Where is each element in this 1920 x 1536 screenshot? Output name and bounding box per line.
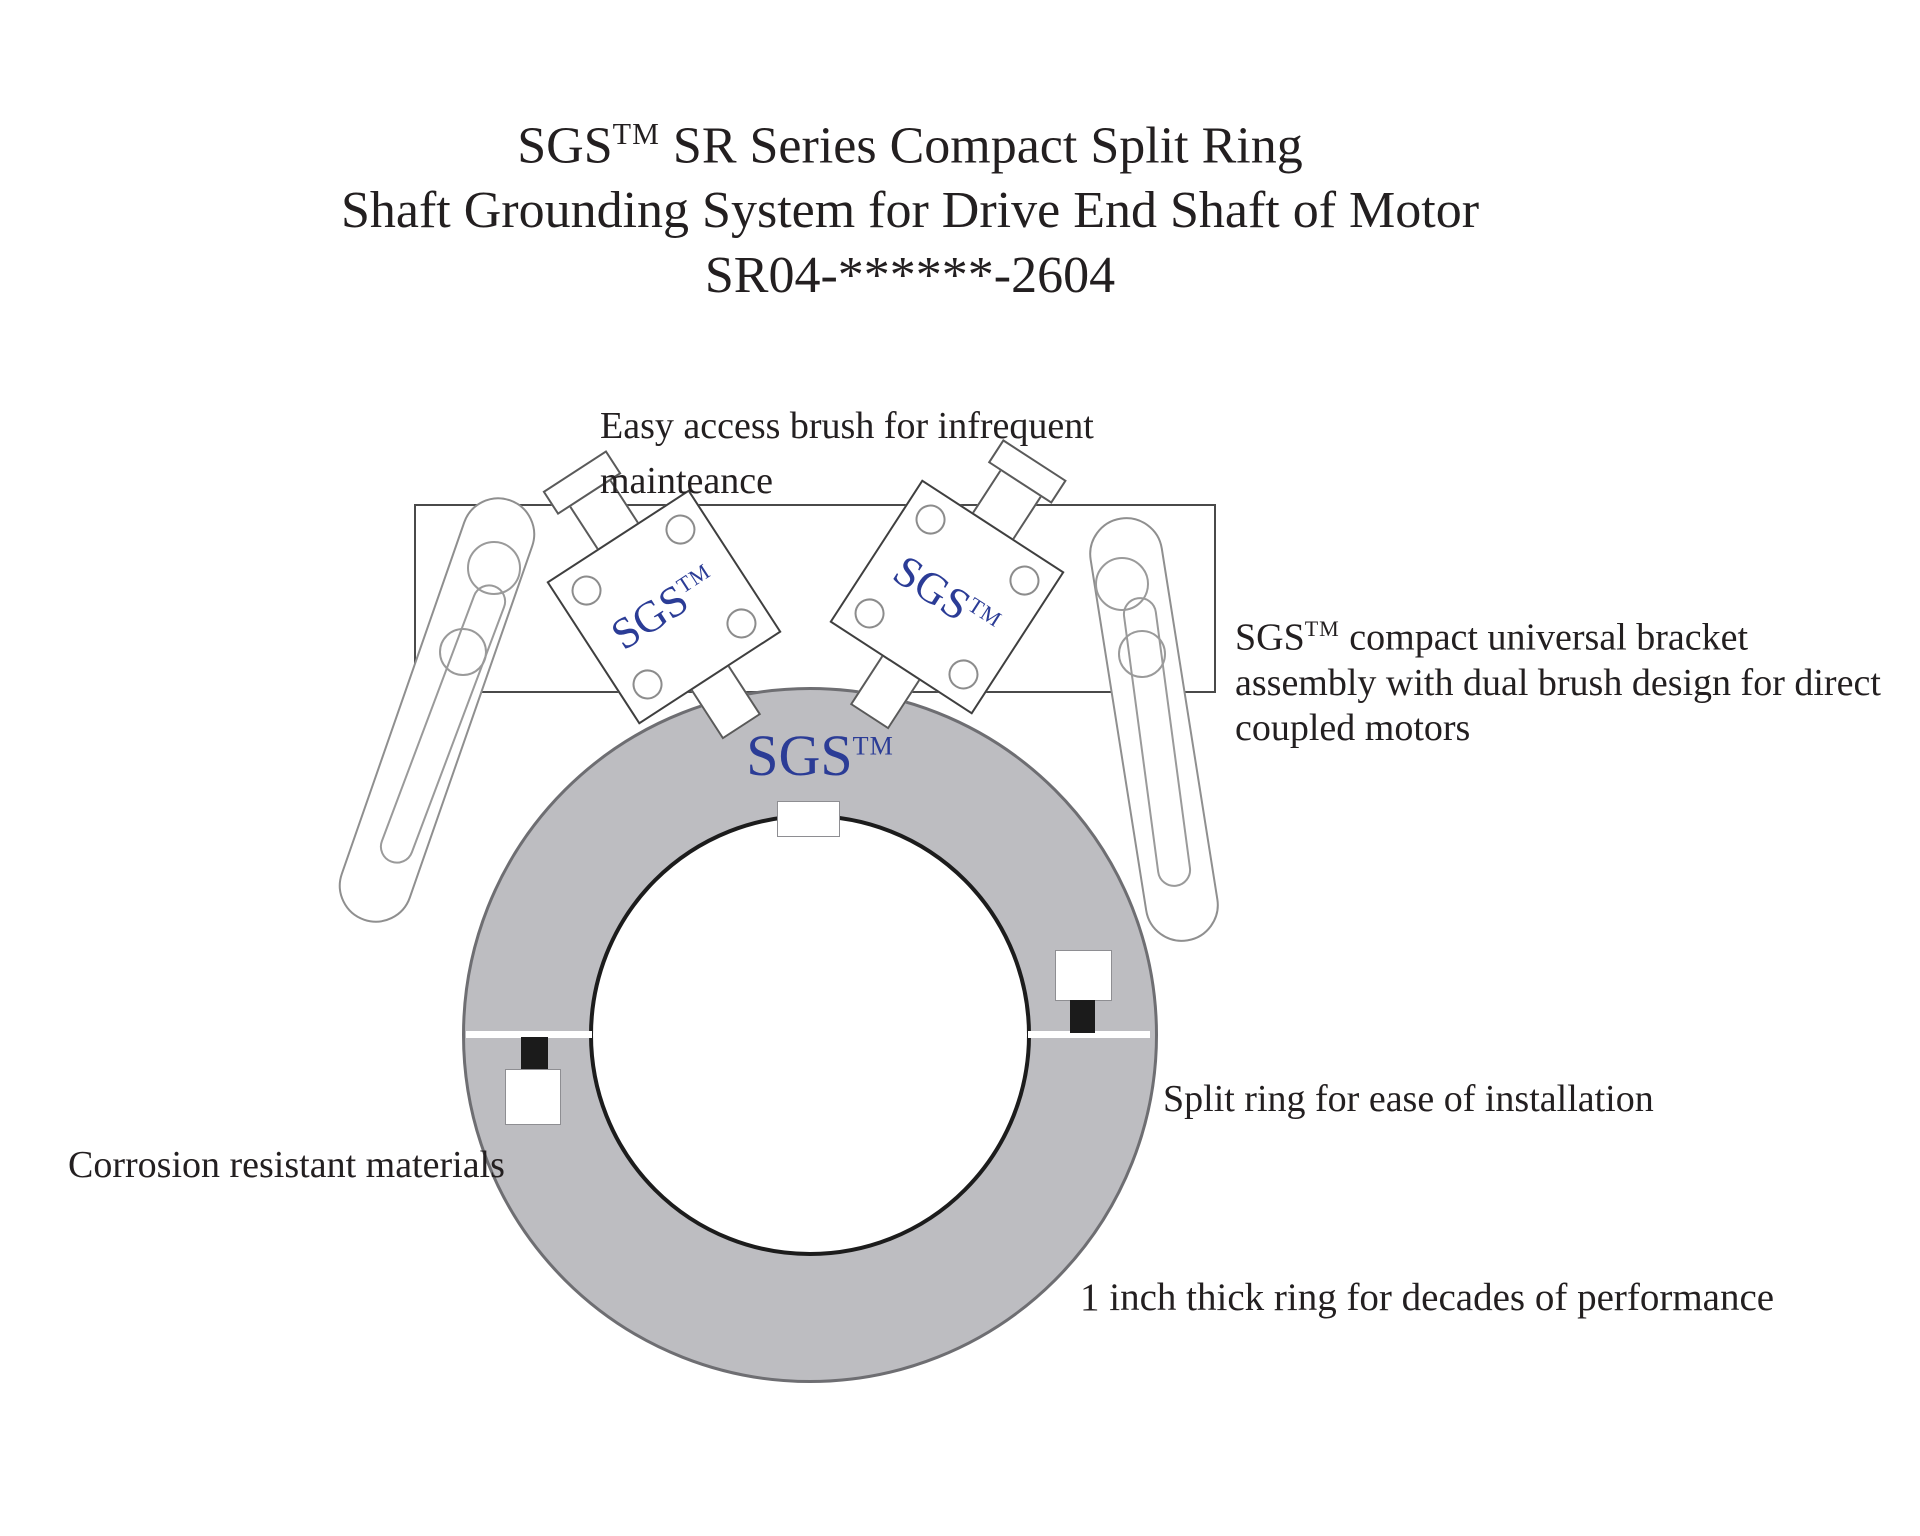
- pivot-circle: [1095, 557, 1149, 611]
- split-joint-block-right: [1070, 1000, 1095, 1033]
- shaft-hole: [589, 814, 1031, 1256]
- keyway-notch: [777, 801, 840, 837]
- ring-brand-label: SGSTM: [746, 723, 894, 788]
- split-joint-block-left: [521, 1037, 548, 1071]
- annotation-thick-ring: 1 inch thick ring for decades of perform…: [1080, 1276, 1775, 1319]
- pivot-circle: [439, 628, 487, 676]
- annotation-split-ring: Split ring for ease of installation: [1163, 1078, 1654, 1120]
- split-joint-line-right: [1028, 1031, 1150, 1038]
- annotation-easy-access: Easy access brush for infrequent maintea…: [600, 405, 1094, 502]
- mounting-bracket: [414, 504, 1216, 693]
- split-joint-plate-right: [1055, 950, 1112, 1001]
- page-title-line1: SGSTM SR Series Compact Split Ring: [517, 117, 1303, 175]
- pivot-circle: [1118, 630, 1166, 678]
- annotation-bracket-assembly: SGSTM compact universal bracket assembly…: [1235, 616, 1881, 749]
- page-title-line3: SR04-******-2604: [704, 247, 1116, 305]
- split-joint-line-left: [466, 1031, 592, 1038]
- page-title-line2: Shaft Grounding System for Drive End Sha…: [340, 182, 1480, 240]
- pivot-circle: [467, 541, 521, 595]
- page-title: SGSTM SR Series Compact Split Ring Shaft…: [0, 102, 1820, 308]
- split-joint-plate-left: [505, 1069, 561, 1125]
- annotation-corrosion: Corrosion resistant materials: [68, 1144, 505, 1186]
